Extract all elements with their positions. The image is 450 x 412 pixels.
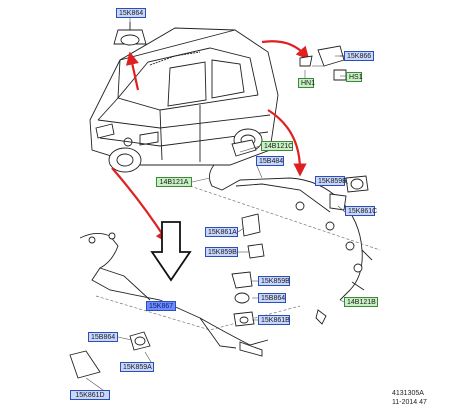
bumper-outline — [95, 185, 381, 331]
label-15k859a[interactable]: 15K859A — [120, 362, 154, 372]
label-14b121b[interactable]: 14B121B — [344, 297, 378, 307]
label-15k861b[interactable]: 15K861B — [258, 315, 290, 325]
left-sensor-parts — [69, 331, 151, 379]
label-15b864-left[interactable]: 15B864 — [88, 332, 118, 342]
curved-arrow-icon — [125, 51, 140, 91]
label-15k861a[interactable]: 15K861A — [205, 227, 238, 237]
label-14b121c[interactable]: 14B121C — [261, 141, 293, 151]
label-15b484[interactable]: 15B484 — [256, 156, 284, 166]
center-sensor-parts — [231, 213, 265, 327]
top-sensor-part — [113, 22, 147, 46]
curved-arrow-icon — [111, 167, 169, 244]
curved-arrow-icon — [261, 40, 310, 60]
reference-code: 4131305A — [392, 390, 424, 397]
label-15b864-center[interactable]: 15B864 — [258, 293, 286, 303]
curved-arrow-icon — [267, 109, 307, 177]
label-15k859b-right[interactable]: 15K859B — [315, 176, 347, 186]
right-top-sensor-part — [299, 45, 347, 81]
reference-date: 11-2014 47 — [392, 399, 427, 406]
label-15k866[interactable]: 15K866 — [344, 51, 374, 61]
label-15k859b-mid[interactable]: 15K859B — [205, 247, 238, 257]
right-sensor-parts — [315, 175, 369, 325]
label-15k864-top[interactable]: 15K864 — [116, 8, 146, 18]
label-15k859b-center[interactable]: 15K859B — [258, 276, 290, 286]
label-15k867-selected[interactable]: 15K867 — [146, 301, 176, 311]
label-15k861d[interactable]: 15K861D — [70, 390, 110, 400]
module-part — [231, 139, 257, 157]
label-hn1[interactable]: HN1 — [298, 78, 315, 88]
label-15k861c[interactable]: 15K861C — [345, 206, 377, 216]
down-arrow-icon — [150, 221, 192, 282]
rear-harness — [79, 232, 269, 357]
label-14b121a[interactable]: 14B121A — [156, 177, 192, 187]
label-hs1[interactable]: HS1 — [346, 72, 363, 82]
callout-arrows — [111, 40, 310, 244]
